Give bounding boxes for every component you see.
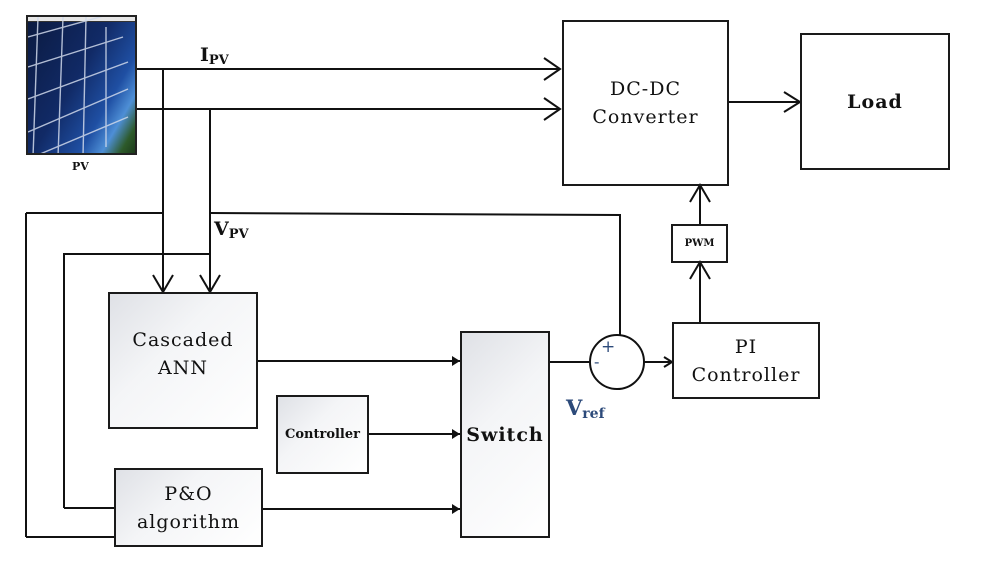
feedback-line — [26, 212, 621, 336]
arrow-icon — [543, 97, 562, 121]
block-label: Load — [847, 90, 903, 113]
pwm-block[interactable]: PWM — [671, 224, 728, 263]
pi-controller-block[interactable]: PI Controller — [672, 322, 820, 399]
arrow-icon — [452, 504, 460, 514]
vpv-label: VPV — [214, 218, 249, 242]
block-label: Controller — [691, 363, 801, 386]
block-label: Switch — [466, 423, 544, 446]
block-label: algorithm — [136, 510, 241, 533]
inner-loop — [63, 253, 210, 508]
controller-block[interactable]: Controller — [276, 395, 369, 474]
arrow-icon — [452, 356, 460, 366]
plus-sign: + — [601, 337, 616, 357]
block-label: Cascaded — [132, 328, 234, 351]
block-label: P&O — [164, 482, 213, 505]
arrow-icon — [452, 429, 460, 439]
block-label: ANN — [158, 356, 208, 379]
block-label: PWM — [684, 238, 715, 249]
block-label: Controller — [285, 427, 360, 442]
minus-sign: - — [594, 352, 600, 371]
cascaded-ann-block[interactable]: Cascaded ANN — [108, 292, 258, 429]
summer-circle — [589, 334, 645, 390]
pv-panel-image — [26, 15, 137, 155]
block-label: PI — [734, 335, 758, 358]
block-label: Converter — [592, 106, 699, 128]
ipv-label: IPV — [200, 44, 229, 68]
arrow-icon — [543, 57, 562, 81]
vref-label: Vref — [566, 395, 605, 422]
solar-grid-icon — [28, 17, 129, 153]
po-algorithm-block[interactable]: P&O algorithm — [114, 468, 263, 547]
pv-label: PV — [72, 160, 89, 173]
load-block[interactable]: Load — [800, 33, 950, 170]
switch-block[interactable]: Switch — [460, 331, 550, 538]
block-label: DC-DC — [610, 78, 681, 100]
dcdc-converter-block[interactable]: DC-DC Converter — [562, 20, 729, 186]
